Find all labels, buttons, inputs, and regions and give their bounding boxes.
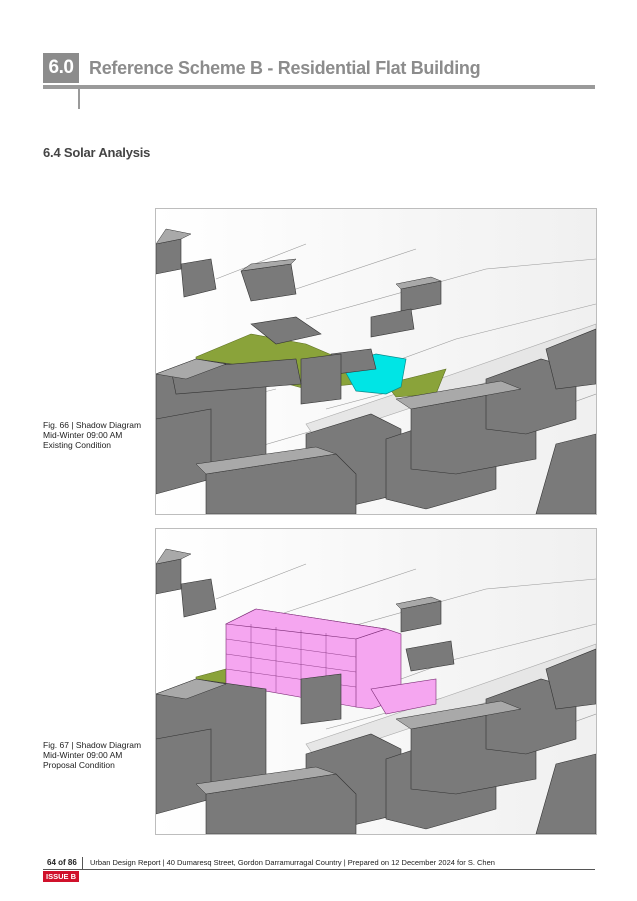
caption-line: Mid-Winter 09:00 AM <box>43 750 123 760</box>
footer-rule <box>43 869 595 870</box>
caption-line: Proposal Condition <box>43 760 115 770</box>
section-title: Reference Scheme B - Residential Flat Bu… <box>89 58 481 78</box>
footer-divider <box>82 857 83 869</box>
existing-condition-render <box>156 209 596 514</box>
footer-text: Urban Design Report | 40 Dumaresq Street… <box>90 858 495 867</box>
figure-caption: Fig. 66 | Shadow Diagram Mid-Winter 09:0… <box>43 420 141 450</box>
shadow-diagram-existing <box>155 208 597 515</box>
proposed-building <box>224 608 437 715</box>
caption-line: Mid-Winter 09:00 AM <box>43 430 123 440</box>
page-number: 64 of 86 <box>47 858 77 867</box>
proposal-condition-render <box>156 529 596 834</box>
caption-line: Existing Condition <box>43 440 112 450</box>
figure-caption: Fig. 67 | Shadow Diagram Mid-Winter 09:0… <box>43 740 141 770</box>
subheading: 6.4 Solar Analysis <box>43 145 151 160</box>
header-rule <box>43 85 595 89</box>
shadow-diagram-proposal <box>155 528 597 835</box>
header-rule-vertical <box>78 85 80 109</box>
caption-line: Fig. 67 | Shadow Diagram <box>43 740 142 750</box>
issue-badge: ISSUE B <box>43 871 79 882</box>
section-number-badge: 6.0 <box>43 53 79 83</box>
caption-line: Fig. 66 | Shadow Diagram <box>43 420 142 430</box>
